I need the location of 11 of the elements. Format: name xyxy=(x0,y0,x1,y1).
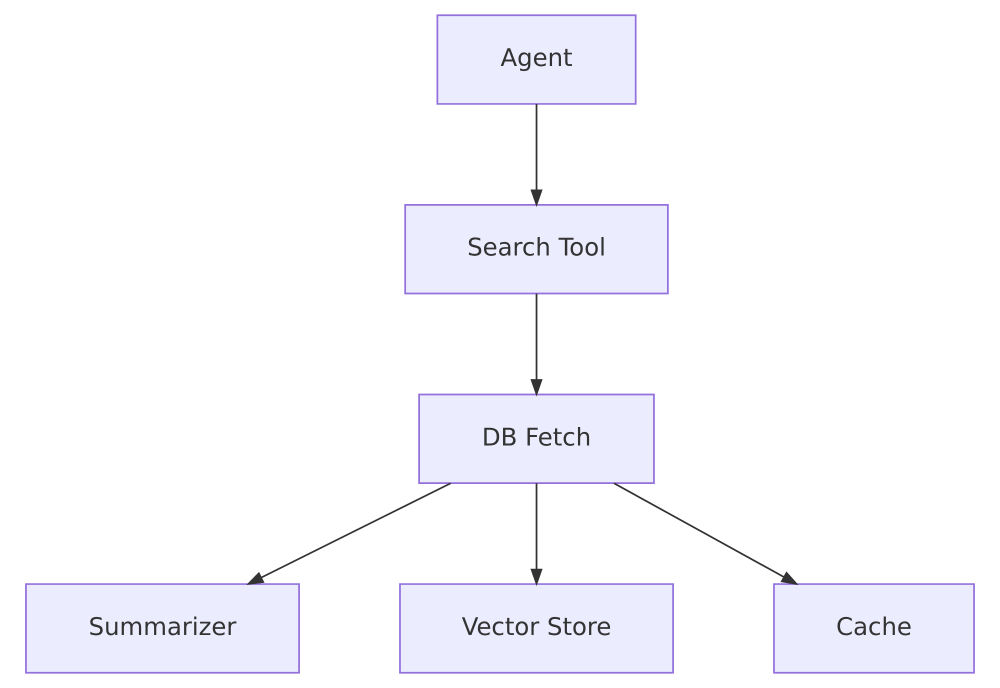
arrow xyxy=(530,104,543,207)
arrow xyxy=(530,483,543,586)
arrow xyxy=(246,482,452,586)
arrow xyxy=(530,294,543,397)
node-box: Summarizer xyxy=(25,583,300,674)
arrow xyxy=(614,482,799,586)
node-box: Search Tool xyxy=(404,204,669,294)
node-box: Cache xyxy=(773,583,975,674)
node-box: Agent xyxy=(436,14,637,105)
node-box: Vector Store xyxy=(399,583,674,674)
node-box: DB Fetch xyxy=(418,394,655,484)
